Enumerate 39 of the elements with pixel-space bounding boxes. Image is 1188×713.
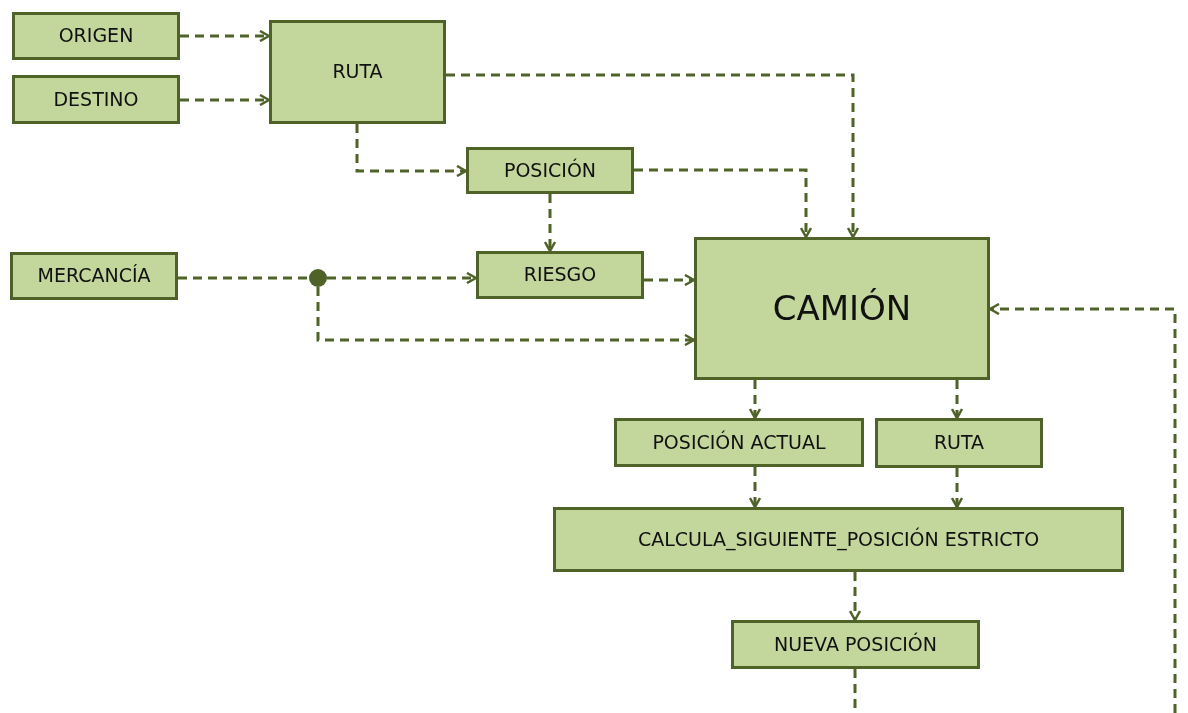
box-label: RUTA [933, 432, 985, 454]
process-box [731, 620, 980, 669]
box-label: DESTINO [53, 88, 139, 111]
box-label: POSICIÓN ACTUAL [652, 431, 826, 454]
arrow [355, 124, 468, 178]
process-box [614, 418, 864, 467]
box-label: CALCULA_SIGUIENTE_POSICIÓN ESTRICTO [637, 528, 1040, 551]
box-label: NUEVA POSICIÓN [773, 633, 938, 656]
process-box [466, 147, 634, 194]
arrow [316, 287, 696, 347]
arrow [988, 302, 1177, 713]
process-box [875, 418, 1043, 468]
arrow [446, 73, 860, 239]
arrow [180, 93, 271, 107]
box-label: MERCANCÍA [37, 265, 151, 287]
box-label: RUTA [332, 61, 383, 83]
box-label: RIESGO [523, 264, 597, 286]
arrow [848, 572, 862, 622]
arrow [543, 194, 557, 253]
process-box [553, 507, 1124, 572]
process-box [12, 12, 180, 60]
arrow [748, 380, 762, 420]
arrow [634, 168, 813, 239]
arrow [950, 468, 964, 509]
process-box [10, 252, 178, 300]
connector-line [178, 276, 309, 280]
process-box [269, 20, 446, 124]
process-box [694, 237, 990, 380]
junction-dot [309, 269, 327, 287]
arrow [180, 29, 271, 43]
box-label: POSICIÓN [503, 159, 597, 182]
process-box [476, 251, 644, 299]
arrow [644, 273, 696, 287]
arrow [327, 271, 478, 285]
process-box [12, 75, 180, 124]
box-label: CAMIÓN [772, 288, 912, 329]
arrow [748, 467, 762, 509]
box-label: ORIGEN [58, 25, 134, 47]
arrow [950, 380, 964, 420]
